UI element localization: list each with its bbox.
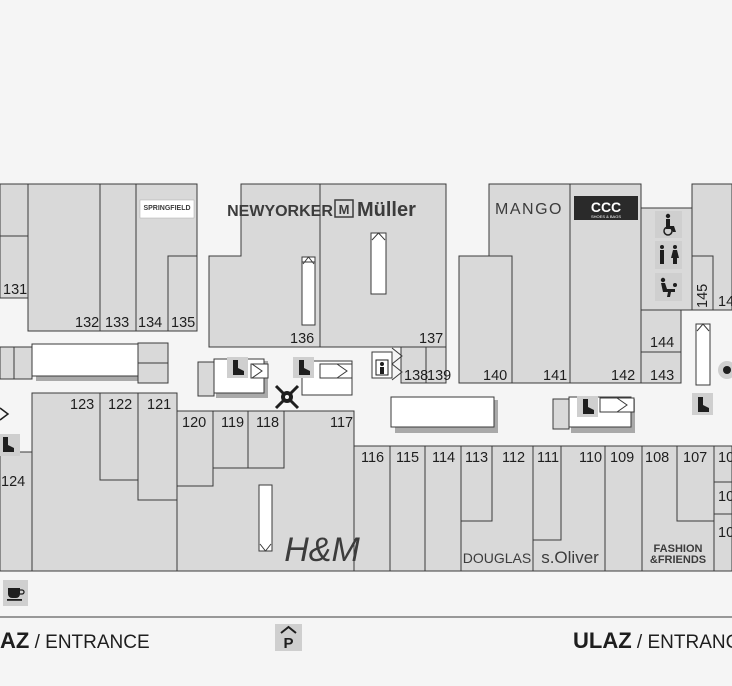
unit-133[interactable] [99,183,137,332]
unit-number-136: 136 [290,331,314,347]
diamond-icon [0,407,10,421]
escalator-icon [250,232,711,552]
cafe-icon[interactable] [3,580,28,606]
unit-number-145: 145 [695,284,711,308]
unit-140[interactable] [458,255,513,384]
elevator-icon[interactable] [371,351,393,379]
friends-text: &FRIENDS [650,554,706,566]
unit-number-109: 109 [610,450,634,466]
unit-number-117: 117 [330,415,353,431]
unit-number-139: 139 [427,368,451,384]
accessible-toilet-icon[interactable] [655,211,682,238]
springfield-text: SPRINGFIELD [143,205,190,212]
unit-number-142: 142 [611,368,635,384]
entrance-right: ULAZ / ENTRANCE [573,628,732,653]
boot-icon[interactable] [577,396,598,417]
douglas-logo[interactable]: DOUGLAS [463,550,531,566]
boot-icon[interactable] [227,357,248,378]
springfield-logo[interactable]: SPRINGFIELD [139,199,195,219]
kiosk-center[interactable] [390,396,498,433]
muller-logo[interactable]: M Müller [334,199,416,221]
unit-number-112: 112 [502,450,525,466]
unit-number-123: 123 [70,397,94,413]
unit-number-121: 121 [147,397,171,413]
unit-number-108: 108 [645,450,669,466]
ccc-subtext: SHOES & BAGS [591,214,621,219]
unit-number-133: 133 [105,315,129,331]
unit-number-119: 119 [221,415,244,431]
unit-10a[interactable] [713,445,732,483]
unit-number-10c: 10 [718,525,732,541]
ccc-logo[interactable]: CCC SHOES & BAGS [574,196,638,220]
baby-care-icon[interactable] [655,273,682,301]
boot-icon[interactable] [0,434,20,456]
boot-icon[interactable] [692,393,713,415]
unit-number-144: 144 [650,335,674,351]
entrance-right-rest: / ENTRANCE [632,632,732,653]
entrance-left: AZ / ENTRANCE [0,628,150,653]
unit-number-10b: 10 [718,489,732,505]
mango-logo[interactable]: MANGO [495,201,563,218]
unit-139[interactable] [425,346,447,384]
unit-10c[interactable] [713,513,732,572]
unit-number-114: 114 [432,450,455,466]
unit-number-135: 135 [171,315,195,331]
fashion-friends-logo[interactable]: FASHION &FRIENDS [650,543,706,566]
entrance-left-rest: / ENTRANCE [29,632,149,653]
soliver-logo[interactable]: s.Oliver [541,548,599,567]
hm-logo[interactable]: H&M [284,531,360,569]
unit-number-118: 118 [256,415,279,431]
unit-10b[interactable] [713,481,732,515]
entrance-right-bold: ULAZ [573,628,632,653]
unit-number-10a: 10 [718,450,732,466]
parking-icon[interactable]: P [275,624,302,652]
boot-icon[interactable] [293,357,314,378]
ccc-text: CCC [591,199,621,215]
unit-number-107: 107 [683,450,707,466]
muller-mark: M [339,202,350,217]
unit-14[interactable] [691,183,732,311]
muller-text: Müller [357,199,416,221]
toilets-icon[interactable] [655,241,682,269]
unit-124[interactable] [0,451,33,572]
svg-text:P: P [283,635,293,652]
unit-number-138: 138 [404,368,428,384]
unit-number-124: 124 [1,474,25,490]
unit-number-131: 131 [3,282,27,298]
unit-number-143: 143 [650,368,674,384]
unit-number-134: 134 [138,315,162,331]
entrance-left-bold: AZ [0,628,29,653]
unit-number-14: 14 [718,294,732,310]
unit-135[interactable] [167,255,198,332]
newyorker-logo[interactable]: NEWYORKER [227,203,333,220]
unit-number-137: 137 [419,331,443,347]
atm-icon[interactable] [718,361,732,379]
atm-icon[interactable] [274,384,300,410]
unit-number-111: 111 [537,450,559,466]
unit-143[interactable] [640,351,682,384]
unit-number-140: 140 [483,368,507,384]
fashion-text: FASHION [654,543,703,555]
unit-number-115: 115 [396,450,419,466]
unit-number-110: 110 [579,450,602,466]
unit-number-116: 116 [361,450,384,466]
unit-132[interactable] [27,183,101,332]
unit-number-132: 132 [75,315,99,331]
unit-number-141: 141 [543,368,567,384]
unit-number-113: 113 [465,450,488,466]
unit-number-120: 120 [182,415,206,431]
kiosk-150-149[interactable] [0,342,169,384]
unit-number-122: 122 [108,397,132,413]
